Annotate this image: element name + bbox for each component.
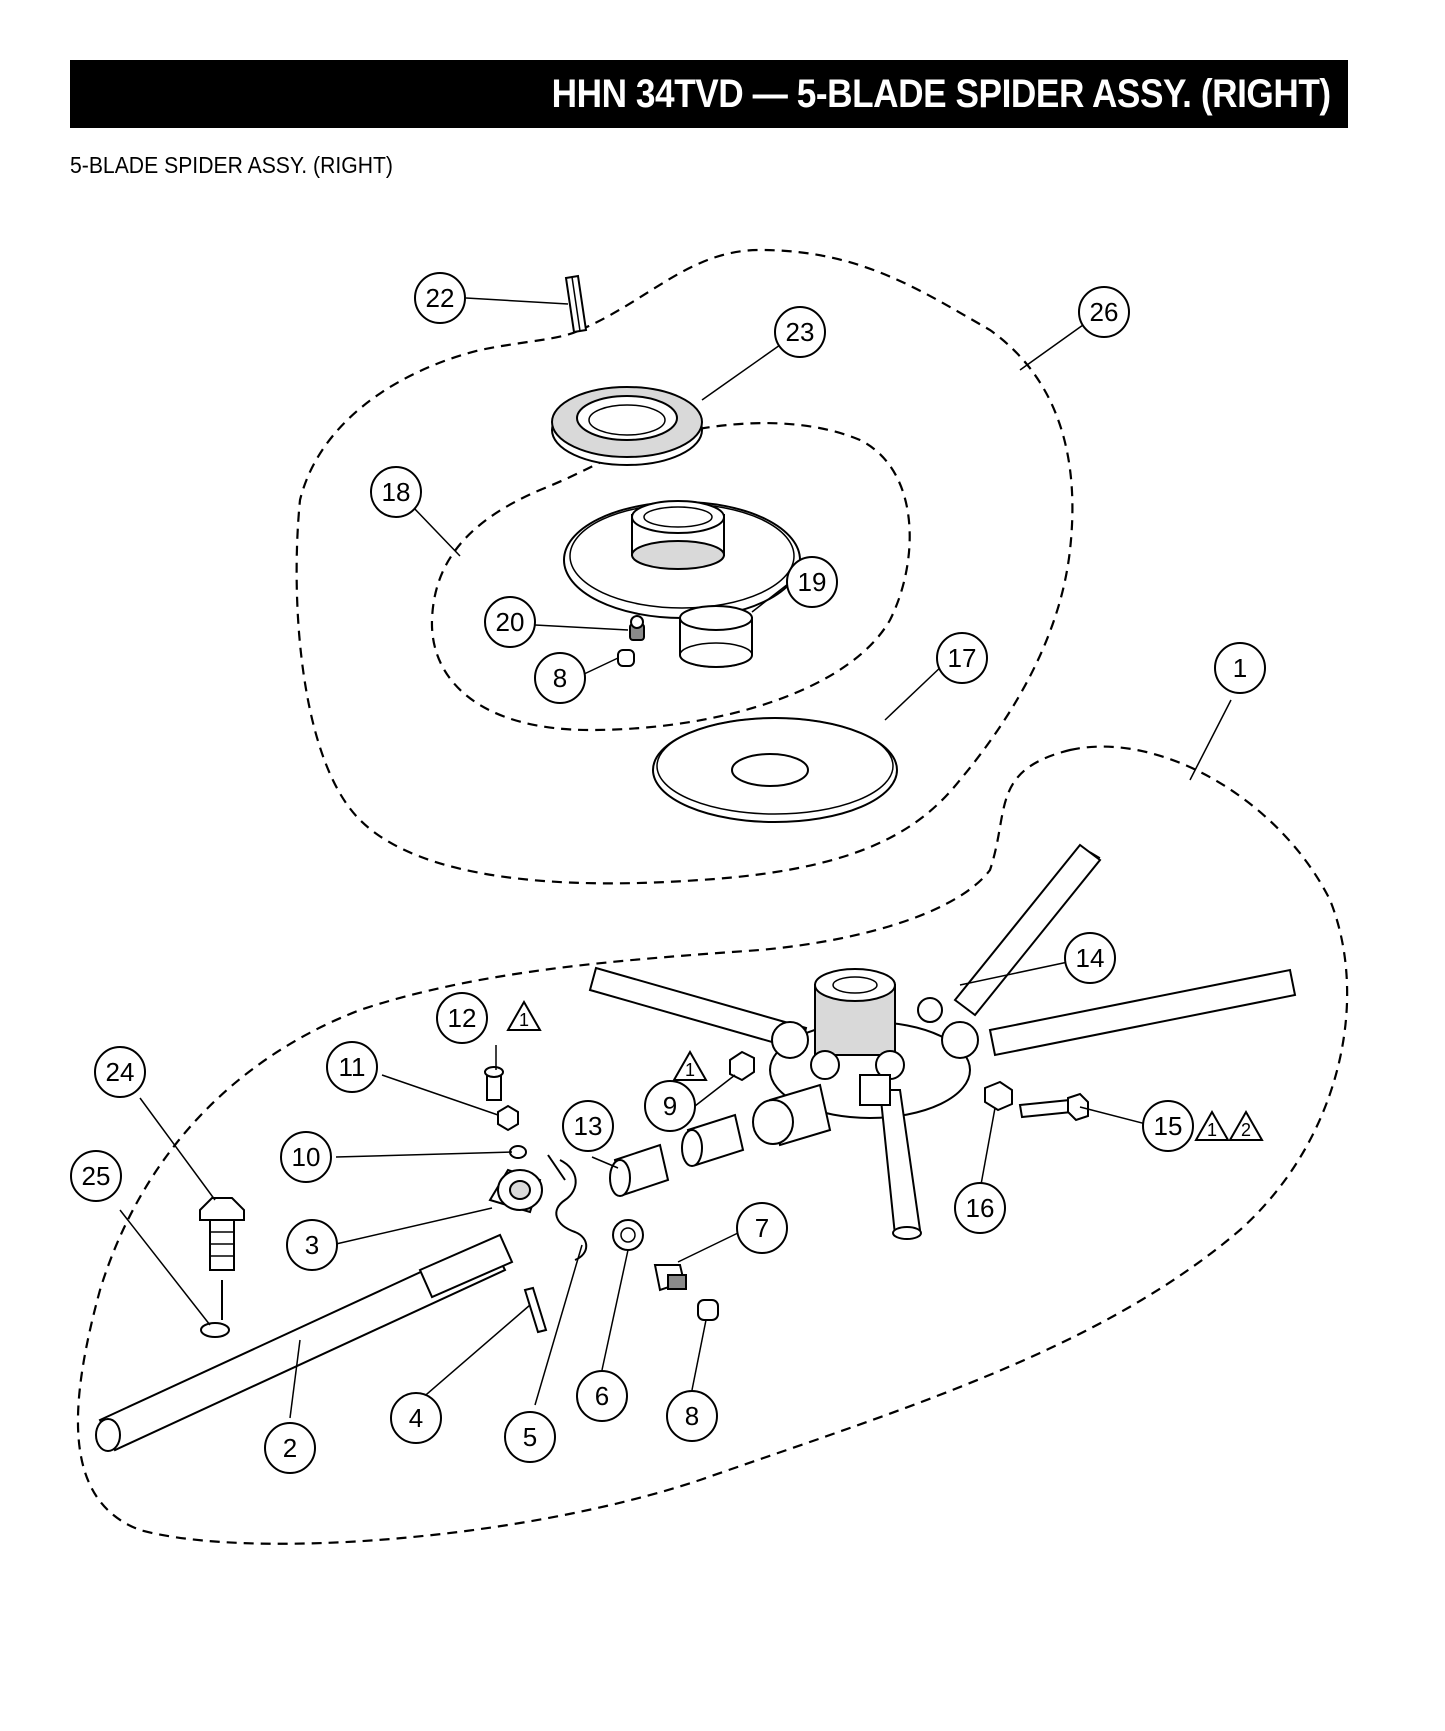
svg-text:2: 2 (283, 1433, 297, 1463)
part-10-washer (509, 1145, 527, 1159)
callout-10: 10 (280, 1131, 332, 1183)
svg-text:1: 1 (1207, 1120, 1217, 1140)
svg-text:9: 9 (663, 1091, 677, 1121)
callout-12: 12 (436, 992, 488, 1044)
svg-text:22: 22 (426, 283, 455, 313)
svg-text:16: 16 (966, 1193, 995, 1223)
part-13-sleeves (609, 1113, 745, 1197)
callout-13: 13 (562, 1100, 614, 1152)
svg-text:19: 19 (798, 567, 827, 597)
svg-text:1: 1 (685, 1060, 695, 1080)
callout-14: 14 (1064, 932, 1116, 984)
svg-text:25: 25 (82, 1161, 111, 1191)
callout-24: 24 (94, 1046, 146, 1098)
callout-4: 4 (390, 1392, 442, 1444)
callouts: 22 23 26 18 19 20 8 17 1 14 12 11 24 9 1… (70, 272, 1266, 1474)
svg-text:12: 12 (448, 1003, 477, 1033)
svg-text:24: 24 (106, 1057, 135, 1087)
warning-triangle-icon: 1 (672, 1049, 708, 1081)
group-outline-1 (76, 745, 1349, 1545)
svg-text:5: 5 (523, 1422, 537, 1452)
part-19-bushing (679, 605, 753, 668)
callout-17: 17 (936, 632, 988, 684)
part-8-cap-upper (617, 649, 635, 667)
part-17-disc (652, 717, 898, 823)
callout-2: 2 (264, 1422, 316, 1474)
part-4-pin (523, 1286, 548, 1334)
callout-25: 25 (70, 1150, 122, 1202)
part-15-bolt (1018, 1092, 1089, 1122)
warning-triangle-icon: 2 (1228, 1109, 1264, 1141)
callout-22: 22 (414, 272, 466, 324)
leader-lines (119, 297, 1232, 1419)
part-24-bolt (199, 1197, 245, 1320)
svg-text:4: 4 (409, 1403, 423, 1433)
part-11-nut (497, 1104, 519, 1132)
callout-23: 23 (774, 306, 826, 358)
spider-hub-assembly (588, 843, 1297, 1240)
svg-text:20: 20 (496, 607, 525, 637)
part-7-fitting (653, 1264, 687, 1292)
svg-text:6: 6 (595, 1381, 609, 1411)
svg-text:17: 17 (948, 643, 977, 673)
callout-11: 11 (326, 1041, 378, 1093)
part-22-key (564, 274, 588, 334)
svg-text:1: 1 (1233, 653, 1247, 683)
svg-text:15: 15 (1154, 1111, 1183, 1141)
callout-8-upper: 8 (534, 652, 586, 704)
callout-26: 26 (1078, 286, 1130, 338)
part-18-plate (563, 500, 801, 619)
group-outline-18 (430, 421, 911, 732)
part-3-clevis (488, 1168, 543, 1214)
callout-18: 18 (370, 466, 422, 518)
svg-text:23: 23 (786, 317, 815, 347)
svg-text:26: 26 (1090, 297, 1119, 327)
svg-text:3: 3 (305, 1230, 319, 1260)
title-bar: HHN 34TVD — 5-BLADE SPIDER ASSY. (RIGHT) (70, 60, 1348, 128)
callout-19: 19 (786, 556, 838, 608)
callout-16: 16 (954, 1182, 1006, 1234)
callout-7: 7 (736, 1202, 788, 1254)
callout-20: 20 (484, 596, 536, 648)
part-25-clip (200, 1322, 230, 1338)
part-9-nut (729, 1050, 755, 1082)
svg-text:13: 13 (574, 1111, 603, 1141)
part-5-spring (547, 1154, 588, 1261)
part-23-ring (551, 386, 703, 466)
part-20-fitting (629, 615, 645, 641)
warning-triangle-icon: 1 (506, 999, 542, 1031)
part-2-shaft (95, 1233, 514, 1452)
page-subtitle: 5-BLADE SPIDER ASSY. (RIGHT) (70, 152, 393, 178)
callout-1: 1 (1214, 642, 1266, 694)
svg-text:1: 1 (519, 1010, 529, 1030)
group-outline-26 (295, 248, 1074, 885)
svg-text:10: 10 (292, 1142, 321, 1172)
part-6-washer (612, 1219, 644, 1251)
page-title: HHN 34TVD — 5-BLADE SPIDER ASSY. (RIGHT) (551, 71, 1331, 116)
callout-9: 9 (644, 1080, 696, 1132)
callout-6: 6 (576, 1370, 628, 1422)
part-8-cap-lower (697, 1299, 719, 1321)
svg-text:8: 8 (685, 1401, 699, 1431)
warning-triangles: 1 1 1 2 (506, 999, 1264, 1141)
callout-5: 5 (504, 1411, 556, 1463)
callout-3: 3 (286, 1219, 338, 1271)
warning-triangle-icon: 1 (1194, 1109, 1230, 1141)
part-12-pin (484, 1066, 504, 1101)
svg-text:18: 18 (382, 477, 411, 507)
callout-8-lower: 8 (666, 1390, 718, 1442)
svg-text:8: 8 (553, 663, 567, 693)
part-16-nut (984, 1080, 1013, 1112)
svg-text:11: 11 (339, 1052, 366, 1082)
svg-text:2: 2 (1241, 1120, 1251, 1140)
svg-text:7: 7 (755, 1213, 769, 1243)
svg-text:14: 14 (1076, 943, 1105, 973)
callout-15: 15 (1142, 1100, 1194, 1152)
